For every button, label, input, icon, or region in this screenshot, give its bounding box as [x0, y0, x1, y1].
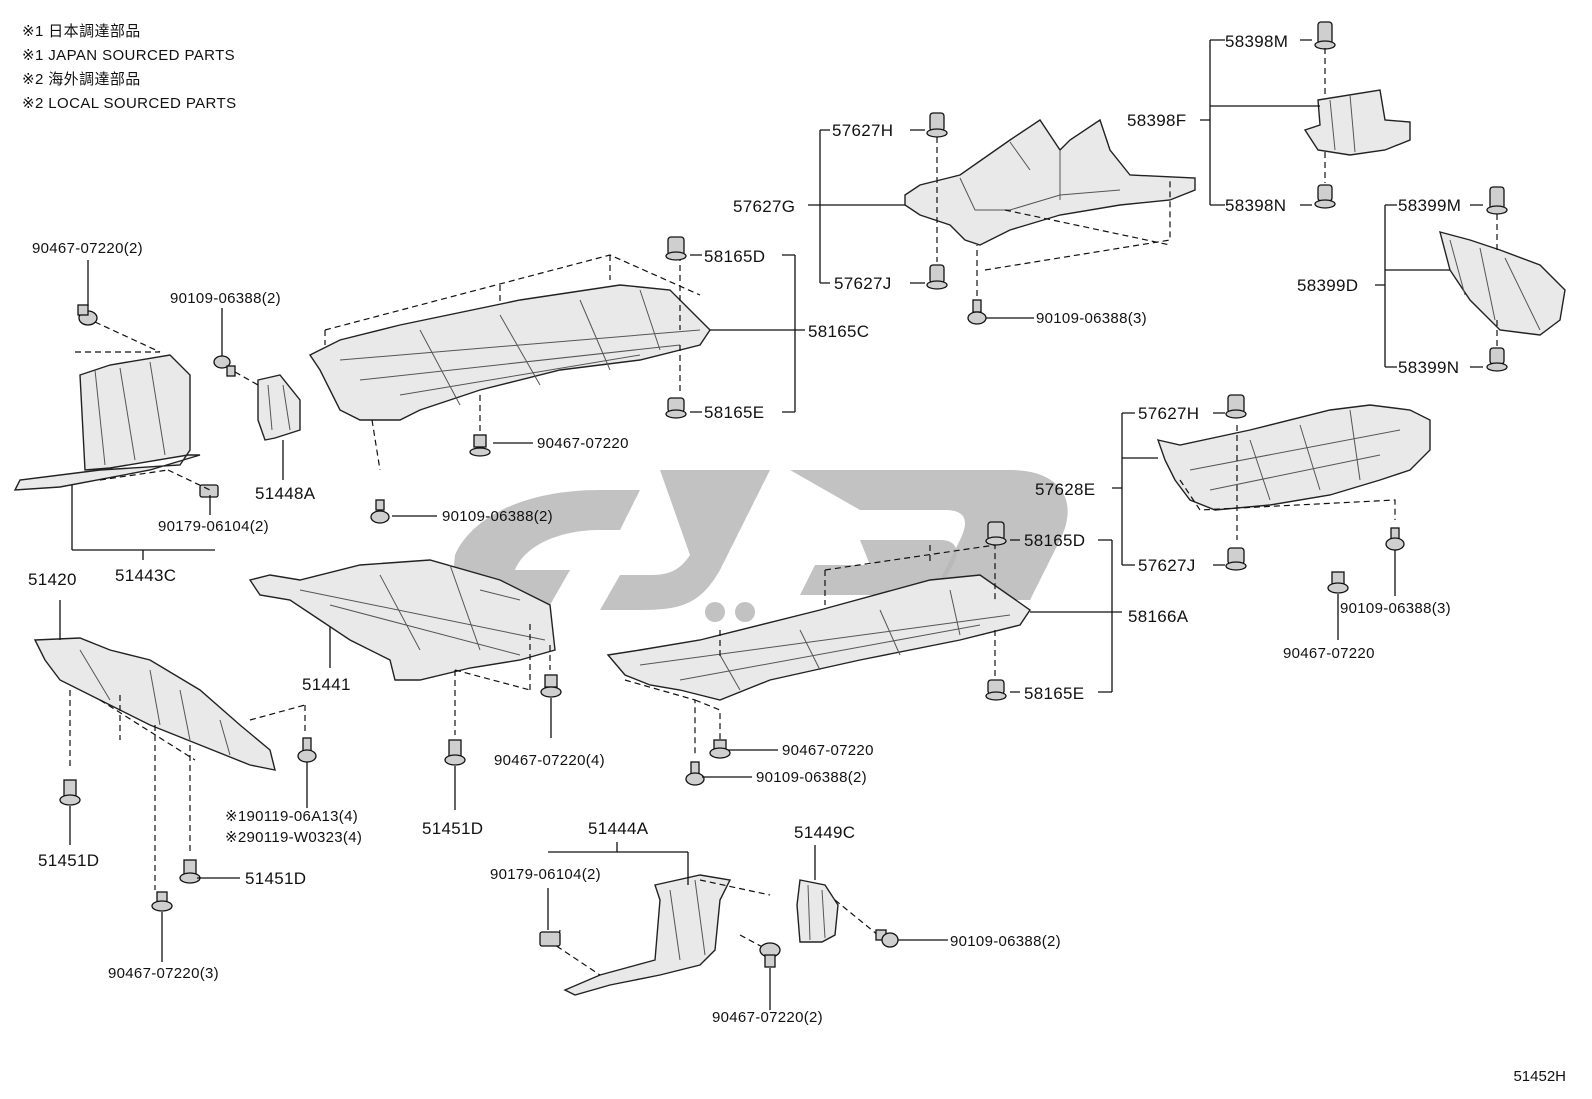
- label-57627H-right: 57627H: [1138, 404, 1199, 423]
- label-51451D-mid: 51451D: [422, 819, 483, 838]
- label-90467-topleft: 90467-07220(2): [32, 240, 143, 257]
- label-58399N: 58399N: [1398, 358, 1459, 377]
- label-90109-left: 90109-06388(2): [170, 290, 281, 307]
- label-51420: 51420: [28, 570, 77, 589]
- bolt-90467-4: [540, 674, 562, 698]
- label-90109-right: 90109-06388(3): [1340, 600, 1451, 617]
- label-58398F: 58398F: [1127, 111, 1186, 130]
- label-290119: ※290119-W0323(4): [225, 829, 362, 846]
- part-57628E: [1156, 404, 1431, 511]
- label-90467-4: 90467-07220(4): [494, 752, 605, 769]
- label-90467-bottom: 90467-07220(2): [712, 1009, 823, 1026]
- sourcing-legend: ※1 日本調達部品 ※1 JAPAN SOURCED PARTS ※2 海外調達…: [22, 20, 236, 116]
- part-51441: [248, 559, 556, 681]
- clip-51451D-left2: [179, 859, 201, 884]
- label-190119: ※190119-06A13(4): [225, 808, 358, 825]
- bolt-90109-bottom: [875, 929, 899, 948]
- bolt-90467-mid: [469, 434, 491, 457]
- part-51443C: [13, 354, 201, 491]
- part-57627G: [904, 118, 1196, 246]
- label-58165D-right: 58165D: [1024, 531, 1085, 550]
- clip-58398M: [1314, 21, 1336, 50]
- label-58398N: 58398N: [1225, 196, 1286, 215]
- bolt-90467-bottom: [759, 942, 781, 968]
- clip-90179-bottom: [539, 931, 561, 947]
- part-58166A: [606, 574, 1031, 701]
- label-90467-right: 90467-07220: [1283, 645, 1375, 662]
- part-labels: 58398M 58398F 58398N 57627H 57627G 57627…: [28, 32, 1461, 1026]
- label-90179-bottom: 90179-06104(2): [490, 866, 601, 883]
- label-58166A: 58166A: [1128, 607, 1189, 626]
- clip-58165D-top: [665, 236, 687, 261]
- part-51449C: [796, 879, 839, 943]
- part-51448A: [257, 374, 301, 441]
- label-90467-mid: 90467-07220: [537, 435, 629, 452]
- part-51444A: [563, 874, 732, 996]
- label-90109-top: 90109-06388(3): [1036, 310, 1147, 327]
- diagram-id: 51452H: [1513, 1068, 1566, 1085]
- bolt-51451D-mid: [444, 739, 466, 766]
- clip-57627J-right: [1225, 547, 1247, 571]
- bolt-90467-right: [1327, 571, 1349, 594]
- label-57627J-top: 57627J: [834, 274, 892, 293]
- bolt-90109-left: [213, 355, 236, 377]
- bolt-90109-top: [967, 299, 987, 325]
- clip-57627H-top: [926, 112, 948, 138]
- label-90109-bottom: 90109-06388(2): [950, 933, 1061, 950]
- label-90109-lower: 90109-06388(2): [756, 769, 867, 786]
- clip-58165E-right: [985, 679, 1007, 701]
- label-57628E: 57628E: [1035, 480, 1095, 499]
- legend-line-3: ※2 海外調達部品: [22, 71, 141, 88]
- clip-58165D-right: [985, 521, 1007, 546]
- bolt-90109-mid: [370, 499, 390, 524]
- label-90109-mid: 90109-06388(2): [442, 508, 553, 525]
- label-51443C: 51443C: [115, 566, 176, 585]
- label-57627H-top: 57627H: [832, 121, 893, 140]
- legend-line-1: ※1 日本調達部品: [22, 23, 141, 40]
- bolt-90467-topleft: [77, 304, 98, 326]
- label-58398M: 58398M: [1225, 32, 1288, 51]
- label-58399M: 58399M: [1398, 196, 1461, 215]
- label-51449C: 51449C: [794, 823, 855, 842]
- clip-90179-left: [199, 484, 219, 498]
- label-51448A: 51448A: [255, 484, 316, 503]
- label-58165E-right: 58165E: [1024, 684, 1084, 703]
- label-51441: 51441: [302, 675, 351, 694]
- bolt-90467-3: [151, 891, 173, 912]
- label-58165D-top: 58165D: [704, 247, 765, 266]
- bolt-90467-lower: [709, 739, 731, 759]
- legend-line-2: ※1 JAPAN SOURCED PARTS: [22, 47, 236, 64]
- label-90179-left: 90179-06104(2): [158, 518, 269, 535]
- label-57627J-right: 57627J: [1138, 556, 1196, 575]
- clip-58398N: [1314, 184, 1336, 209]
- part-51420: [33, 637, 276, 771]
- clip-51451D-left: [59, 779, 81, 806]
- legend-line-4: ※2 LOCAL SOURCED PARTS: [22, 95, 237, 112]
- clip-58399M: [1486, 186, 1508, 215]
- bolt-190119: [297, 737, 317, 763]
- clip-58399N: [1486, 347, 1508, 372]
- label-58165C: 58165C: [808, 322, 869, 341]
- bolt-90109-right: [1385, 527, 1405, 551]
- label-90467-lower: 90467-07220: [782, 742, 874, 759]
- clip-58165E-top: [665, 397, 687, 419]
- part-58398F: [1303, 89, 1411, 156]
- label-58165E-top: 58165E: [704, 403, 764, 422]
- watermark-logo: [450, 470, 1068, 622]
- label-51451D-left2: 51451D: [245, 869, 306, 888]
- clip-57627H-right: [1225, 394, 1247, 419]
- label-90467-3: 90467-07220(3): [108, 965, 219, 982]
- label-58399D: 58399D: [1297, 276, 1358, 295]
- bolt-90109-lower: [685, 761, 705, 786]
- label-51451D-left: 51451D: [38, 851, 99, 870]
- clip-57627J-top: [926, 264, 948, 290]
- label-51444A: 51444A: [588, 819, 649, 838]
- label-57627G: 57627G: [733, 197, 795, 216]
- part-58165C: [308, 284, 711, 421]
- part-58399D: [1439, 231, 1566, 336]
